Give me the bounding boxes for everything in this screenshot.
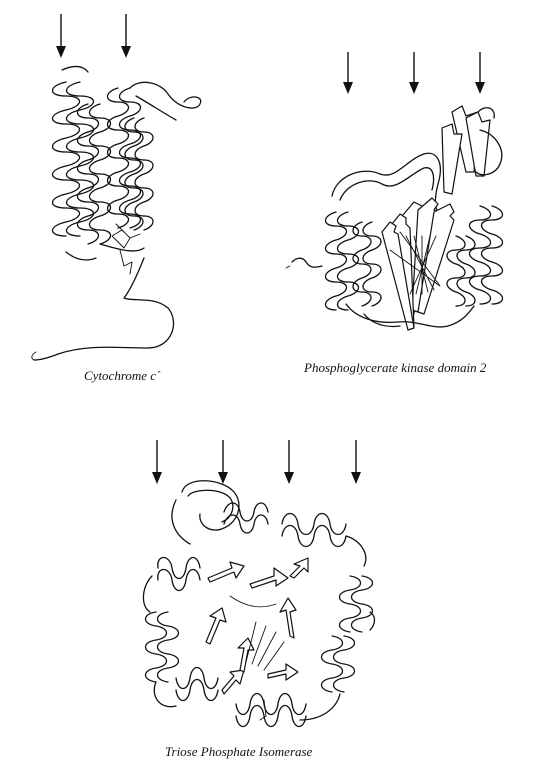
pgk-arrow-1 (343, 52, 353, 94)
figure-cytochrome: Cytochrome c´ (0, 0, 270, 400)
pgk-arrow-3 (475, 52, 485, 94)
tim-arrows (152, 440, 361, 484)
tim-drawing (142, 440, 376, 728)
caption-pgk: Phosphoglycerate kinase domain 2 (304, 360, 487, 375)
tim-arrow-4 (351, 440, 361, 484)
cytochrome-drawing (31, 14, 202, 361)
tim-helix-top-right (281, 512, 367, 567)
helix-1 (51, 65, 95, 237)
figure-tim: Triose Phosphate Isomerase (0, 400, 540, 768)
pgk-arrow-2 (409, 52, 419, 94)
cytochrome-arrow-1 (56, 14, 66, 58)
pgk-helix-left-2 (352, 221, 382, 307)
pgk-sheet-top (441, 105, 503, 195)
tim-helix-left-top (157, 556, 201, 592)
tim-helix-top (223, 502, 269, 534)
caption-cytochrome: Cytochrome c´ (84, 368, 161, 383)
heme-group (111, 223, 141, 275)
pgk-ribbon (285, 105, 504, 331)
tim-arrow-2 (218, 440, 228, 484)
tim-beta-strands (205, 557, 309, 695)
pgk-drawing (285, 52, 504, 331)
pgk-sheet-center (381, 197, 455, 331)
tim-helix-bottom (235, 692, 307, 728)
pgk-helix-right (468, 205, 504, 305)
cytochrome-ribbon (31, 65, 202, 361)
tim-helix-right (338, 575, 374, 633)
helix-3 (106, 87, 142, 229)
tim-arrow-3 (284, 440, 294, 484)
pgk-helix-left (324, 211, 360, 311)
tim-helix-left (144, 611, 180, 683)
cytochrome-arrows (56, 14, 131, 58)
pgk-arrows (343, 52, 485, 94)
tim-barrel (142, 480, 376, 728)
figure-pgk: Phosphoglycerate kinase domain 2 (270, 0, 540, 400)
tim-arrow-1 (152, 440, 162, 484)
helix-2 (76, 103, 112, 245)
pgk-helix-right-2 (446, 235, 476, 307)
caption-tim: Triose Phosphate Isomerase (165, 744, 313, 759)
tim-helix-bottom-left (175, 666, 219, 702)
helix-4 (124, 117, 154, 231)
tim-helix-right-bottom (320, 635, 356, 693)
cytochrome-arrow-2 (121, 14, 131, 58)
